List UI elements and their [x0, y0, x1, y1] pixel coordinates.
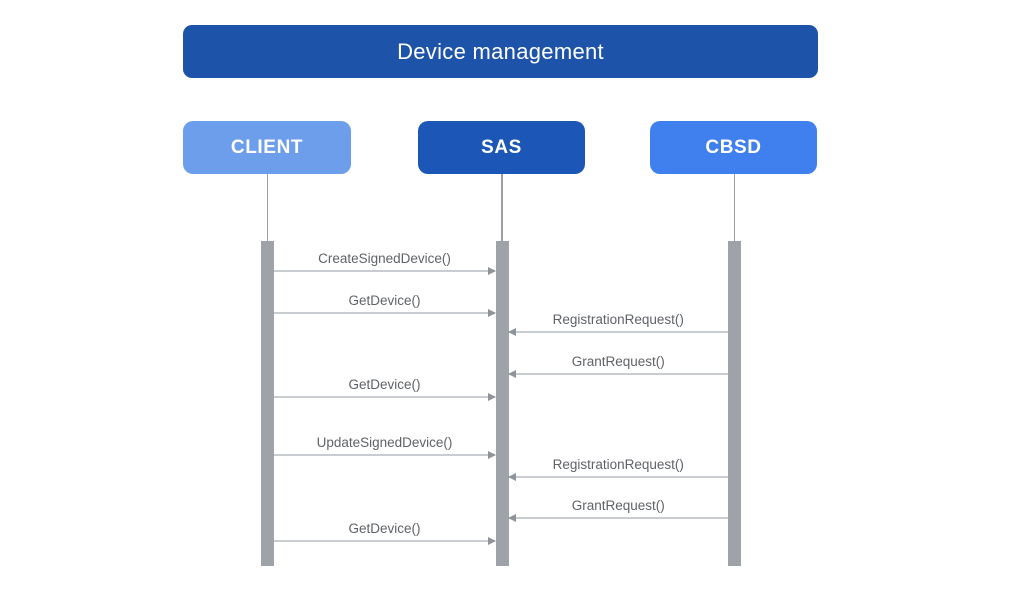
message-arrow-line [274, 536, 496, 545]
message-label: GetDevice() [348, 293, 421, 308]
message-update-signed-device: UpdateSignedDevice() [274, 434, 496, 459]
message-registration-request-1: RegistrationRequest() [508, 311, 728, 336]
message-label: RegistrationRequest() [552, 457, 684, 472]
message-label: RegistrationRequest() [552, 312, 684, 327]
arrow-left-icon [508, 472, 516, 481]
message-arrow-line [274, 308, 496, 317]
lifeline-sas [501, 174, 503, 241]
message-label: GetDevice() [348, 521, 421, 536]
actor-label-sas: SAS [481, 136, 522, 158]
message-label: GrantRequest() [571, 354, 665, 369]
message-arrow-line [508, 369, 728, 378]
actor-box-cbsd: CBSD [650, 121, 817, 174]
message-get-device-2: GetDevice() [274, 376, 496, 401]
activation-bar-client [260, 241, 274, 566]
message-grant-request-2: GrantRequest() [508, 497, 728, 522]
message-create-signed-device: CreateSignedDevice() [274, 250, 496, 275]
message-arrow-line [508, 513, 728, 522]
diagram-title: Device management [397, 38, 604, 64]
message-grant-request-1: GrantRequest() [508, 353, 728, 378]
arrow-right-icon [488, 536, 496, 545]
message-arrow-line [274, 266, 496, 275]
message-arrow-line [508, 472, 728, 481]
arrow-left-icon [508, 513, 516, 522]
message-get-device-3: GetDevice() [274, 520, 496, 545]
arrow-right-icon [488, 450, 496, 459]
arrow-left-icon [508, 369, 516, 378]
message-arrow-line [274, 450, 496, 459]
message-label: CreateSignedDevice() [318, 251, 451, 266]
arrow-right-icon [488, 392, 496, 401]
message-get-device-1: GetDevice() [274, 292, 496, 317]
diagram-title-banner: Device management [183, 25, 818, 78]
message-label: GetDevice() [348, 377, 421, 392]
arrow-right-icon [488, 308, 496, 317]
arrow-right-icon [488, 266, 496, 275]
actor-label-client: CLIENT [230, 136, 304, 158]
message-registration-request-2: RegistrationRequest() [508, 456, 728, 481]
message-arrow-line [508, 327, 728, 336]
message-label: GrantRequest() [571, 498, 665, 513]
activation-bar-sas [495, 241, 509, 566]
lifeline-client [266, 174, 268, 241]
actor-box-sas: SAS [418, 121, 585, 174]
actor-box-client: CLIENT [183, 121, 351, 174]
message-label: UpdateSignedDevice() [316, 435, 453, 450]
activation-bar-cbsd [727, 241, 741, 566]
lifeline-cbsd [733, 174, 735, 241]
actor-label-cbsd: CBSD [705, 136, 762, 158]
arrow-left-icon [508, 327, 516, 336]
message-arrow-line [274, 392, 496, 401]
